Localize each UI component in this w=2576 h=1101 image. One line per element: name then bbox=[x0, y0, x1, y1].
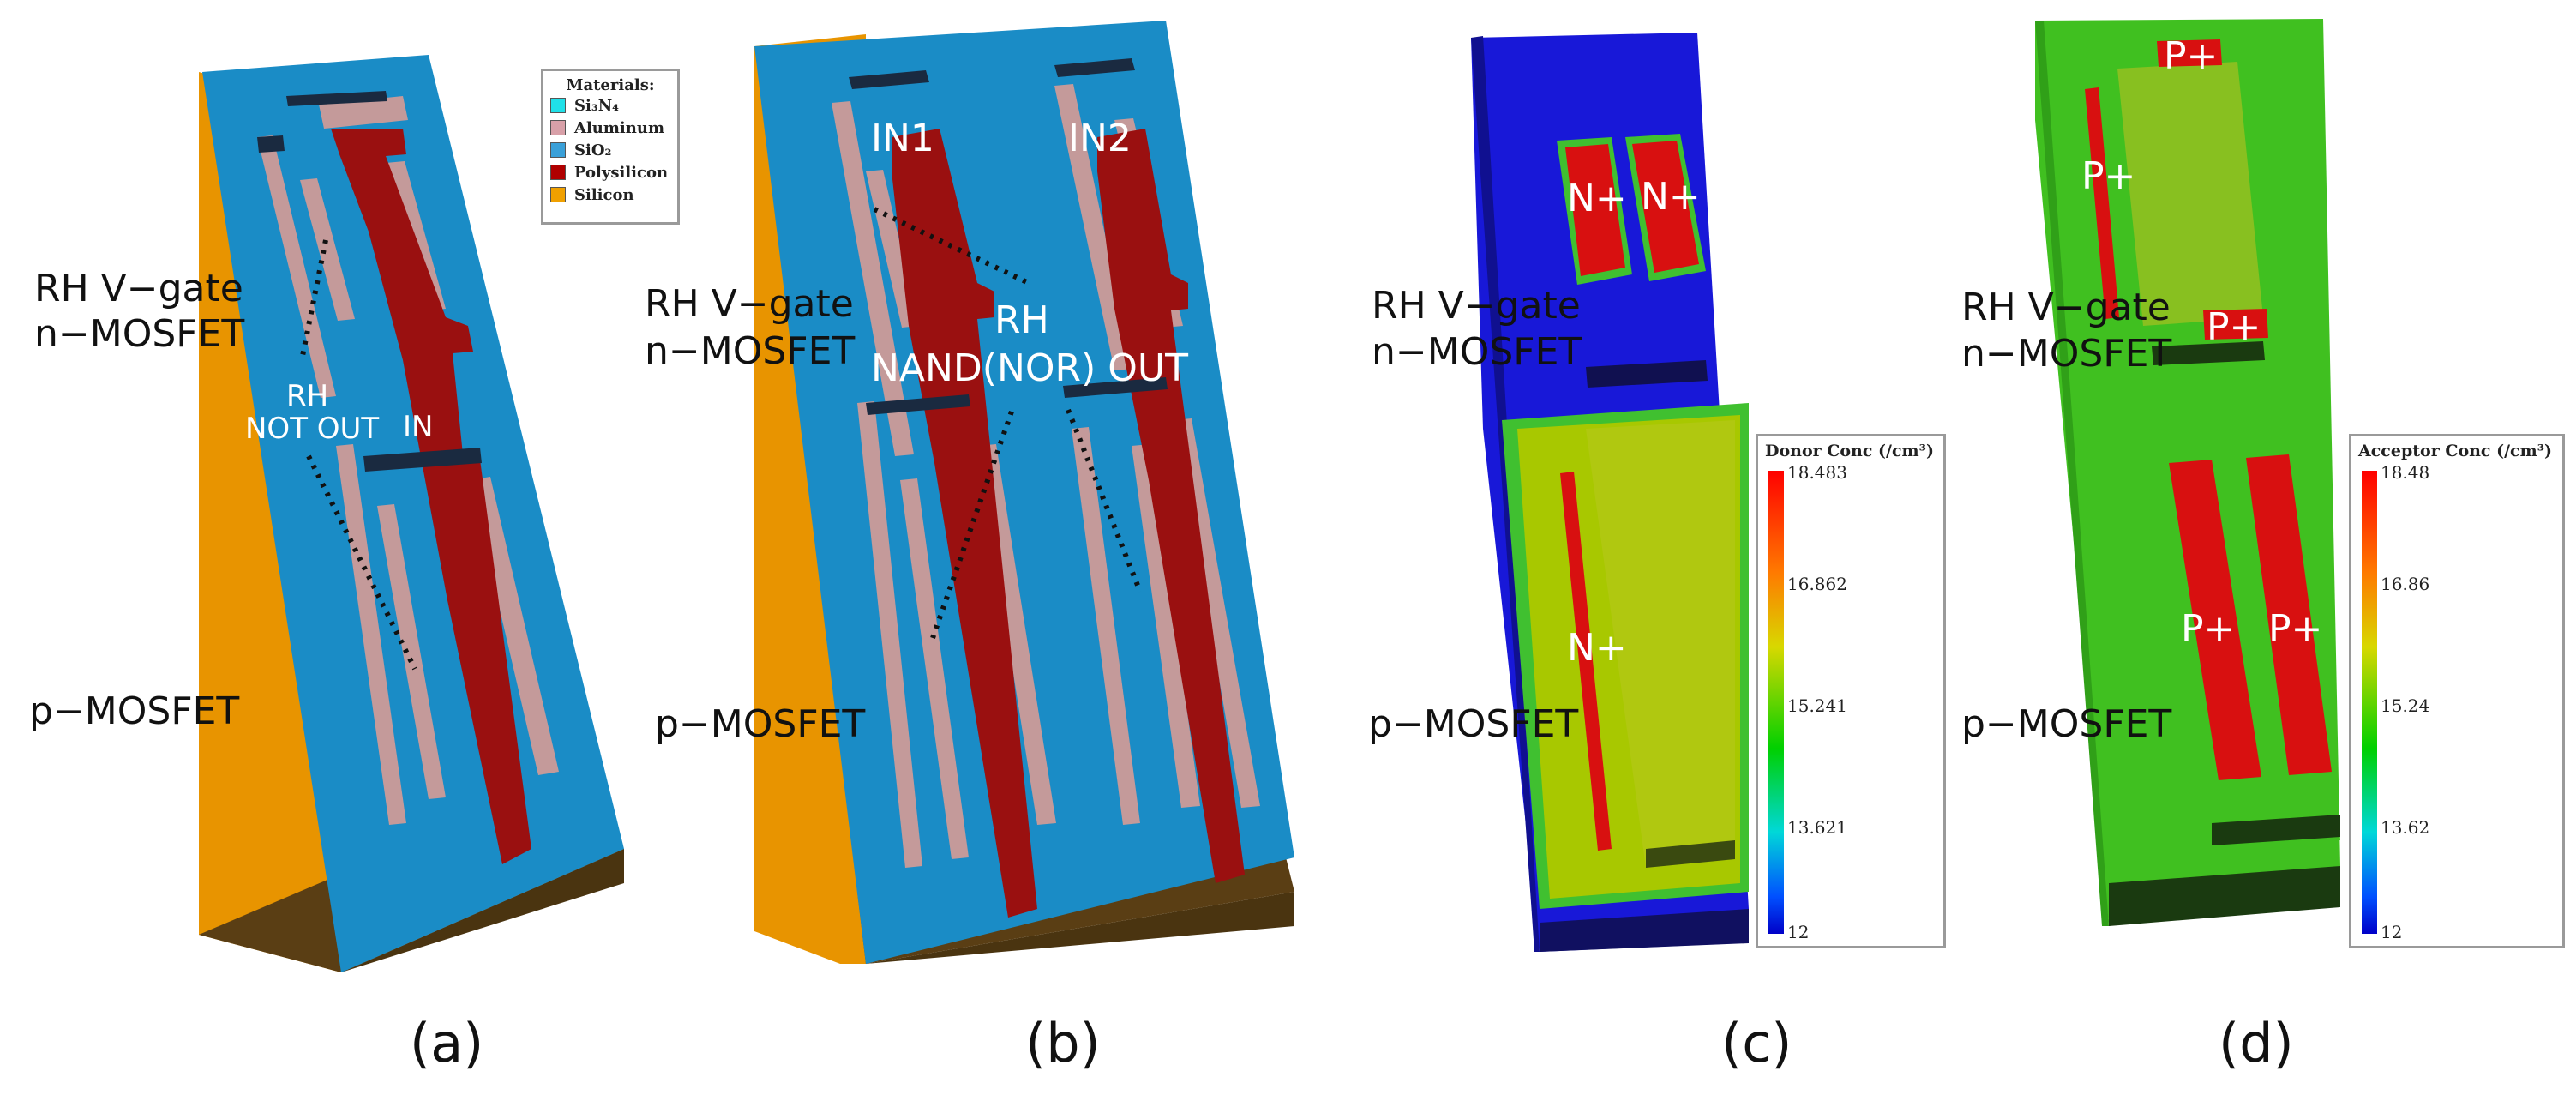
panel-d-label-nmosfet: n−MOSFET bbox=[1961, 332, 2172, 376]
panel-d-overlay-p-plus-5: P+ bbox=[2268, 607, 2323, 651]
donor-colorbar: Donor Conc (/cm³) 18.483 16.862 15.241 1… bbox=[1756, 434, 1946, 948]
panel-d-overlay-p-plus-1: P+ bbox=[2164, 34, 2219, 78]
panel-d-overlay-p-plus-3: P+ bbox=[2207, 305, 2261, 349]
acceptor-colorbar-gradient bbox=[2362, 471, 2377, 934]
acceptor-tick-4: 13.62 bbox=[2381, 817, 2430, 838]
polysilicon-swatch bbox=[550, 165, 566, 180]
panel-d-overlay-p-plus-4: P+ bbox=[2181, 607, 2236, 651]
panel-a-overlay-in: IN bbox=[403, 410, 434, 444]
panel-d-label-pmosfet: p−MOSFET bbox=[1961, 702, 2172, 746]
acceptor-colorbar-title: Acceptor Conc (/cm³) bbox=[2358, 442, 2553, 460]
legend-item-sio2: SiO₂ bbox=[543, 139, 677, 161]
panel-c-label-nmosfet: n−MOSFET bbox=[1372, 330, 1582, 374]
acceptor-tick-3: 15.24 bbox=[2381, 695, 2430, 716]
materials-legend-title: Materials: bbox=[566, 76, 655, 94]
panel-b-overlay-nand-nor-out: NAND(NOR) OUT bbox=[871, 346, 1188, 390]
panel-c-overlay-n-plus-1: N+ bbox=[1567, 177, 1627, 220]
donor-colorbar-title: Donor Conc (/cm³) bbox=[1765, 442, 1934, 460]
panel-b-overlay-in1: IN1 bbox=[871, 117, 934, 160]
donor-tick-2: 16.862 bbox=[1787, 574, 1847, 594]
panel-a-overlay-not-out: NOT OUT bbox=[245, 412, 380, 446]
panel-a-label-rh-vgate: RH V−gate bbox=[34, 267, 243, 310]
panel-a-overlay-rh: RH bbox=[286, 379, 329, 413]
panel-d-label-rh-vgate: RH V−gate bbox=[1961, 286, 2171, 329]
donor-colorbar-gradient bbox=[1768, 471, 1784, 934]
aluminum-swatch bbox=[550, 120, 566, 135]
panel-a-caption: (a) bbox=[410, 1012, 484, 1074]
panel-b-caption: (b) bbox=[1025, 1012, 1101, 1074]
panel-c-overlay-n-plus-2: N+ bbox=[1641, 175, 1701, 219]
panel-c-overlay-n-plus-3: N+ bbox=[1567, 626, 1627, 670]
donor-tick-1: 18.483 bbox=[1787, 462, 1847, 483]
materials-legend: Materials: Si₃N₄ Aluminum SiO₂ Polysilic… bbox=[541, 69, 680, 225]
panel-c-caption: (c) bbox=[1721, 1012, 1792, 1074]
panel-b-label-pmosfet: p−MOSFET bbox=[655, 702, 866, 746]
donor-tick-3: 15.241 bbox=[1787, 695, 1847, 716]
si3n4-swatch bbox=[550, 98, 566, 113]
panel-a-poly-gate bbox=[331, 129, 531, 864]
acceptor-tick-2: 16.86 bbox=[2381, 574, 2430, 594]
silicon-swatch bbox=[550, 187, 566, 202]
panel-b-label-rh-vgate: RH V−gate bbox=[645, 282, 854, 326]
acceptor-tick-1: 18.48 bbox=[2381, 462, 2430, 483]
panel-b-poly-gate-2 bbox=[1097, 129, 1245, 883]
panel-d-caption: (d) bbox=[2219, 1012, 2294, 1074]
acceptor-tick-5: 12 bbox=[2381, 922, 2403, 942]
panel-a-label-nmosfet: n−MOSFET bbox=[34, 312, 245, 356]
panel-b-overlay-in2: IN2 bbox=[1068, 117, 1132, 160]
donor-tick-5: 12 bbox=[1787, 922, 1810, 942]
panel-b-poly-gate-1 bbox=[892, 129, 1037, 918]
panel-b-overlay-rh: RH bbox=[994, 298, 1049, 342]
donor-tick-4: 13.621 bbox=[1787, 817, 1847, 838]
panel-d-overlay-p-plus-2: P+ bbox=[2081, 154, 2136, 198]
panel-c-label-rh-vgate: RH V−gate bbox=[1372, 284, 1581, 328]
sio2-swatch bbox=[550, 142, 566, 158]
legend-item-polysilicon: Polysilicon bbox=[543, 161, 677, 184]
panel-c-label-pmosfet: p−MOSFET bbox=[1368, 702, 1579, 746]
panel-a-label-pmosfet: p−MOSFET bbox=[29, 689, 240, 733]
legend-item-si3n4: Si₃N₄ bbox=[543, 94, 677, 117]
panel-b-label-nmosfet: n−MOSFET bbox=[645, 329, 856, 373]
acceptor-colorbar: Acceptor Conc (/cm³) 18.48 16.86 15.24 1… bbox=[2349, 434, 2565, 948]
legend-item-silicon: Silicon bbox=[543, 184, 677, 206]
legend-item-aluminum: Aluminum bbox=[543, 117, 677, 139]
